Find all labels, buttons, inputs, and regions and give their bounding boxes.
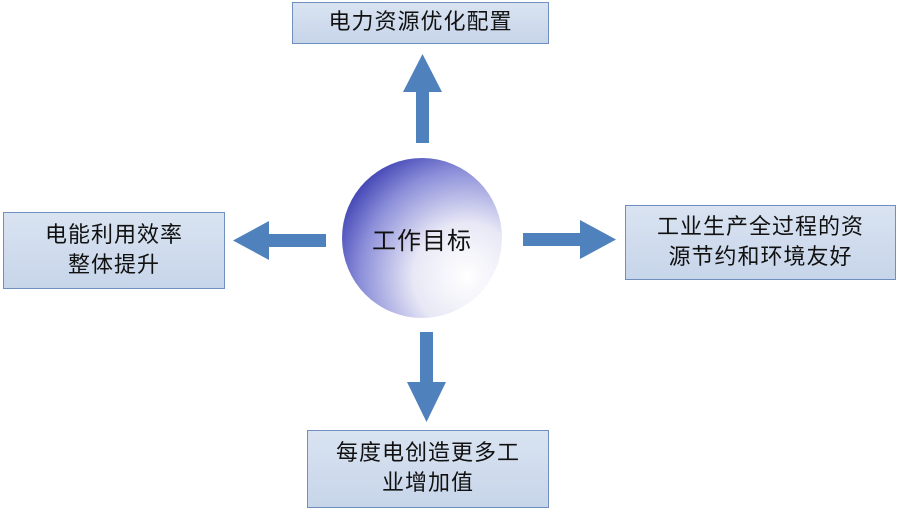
center-circle	[342, 158, 502, 318]
goal-box-left: 电能利用效率 整体提升	[3, 212, 225, 289]
goal-box-right-line-1: 工业生产全过程的资	[656, 214, 864, 240]
arrow-up-icon	[403, 54, 442, 143]
goal-box-bottom: 每度电创造更多工 业增加值	[307, 430, 549, 508]
goal-box-top-line: 电力资源优化配置	[328, 10, 513, 35]
goal-box-bottom-line-1: 每度电创造更多工	[335, 441, 520, 466]
goal-box-left-line-1: 电能利用效率	[44, 222, 183, 248]
goal-box-right: 工业生产全过程的资 源节约和环境友好	[625, 205, 896, 280]
arrow-right-icon	[523, 220, 616, 259]
goal-box-left-line-2: 整体提升	[67, 252, 160, 278]
goal-box-top: 电力资源优化配置	[292, 2, 549, 44]
arrow-left-icon	[233, 221, 326, 260]
goal-box-bottom-line-2: 业增加值	[381, 471, 474, 496]
arrow-down-icon	[407, 332, 446, 422]
goal-box-right-line-2: 源节约和环境友好	[668, 244, 853, 270]
